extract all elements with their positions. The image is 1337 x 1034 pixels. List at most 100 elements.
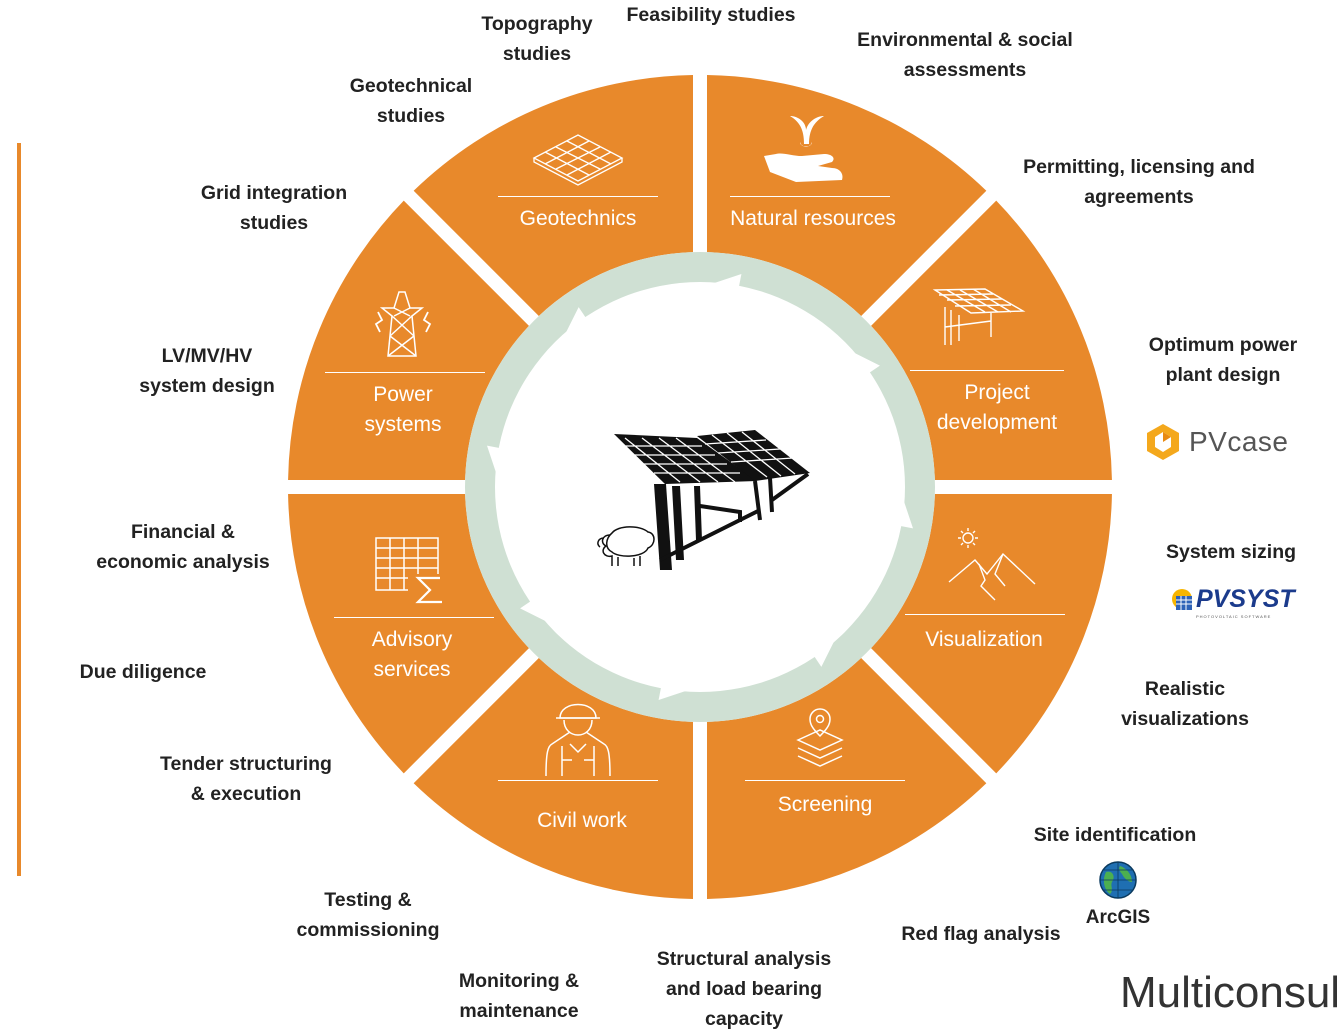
solar-panel-icon: [932, 288, 1026, 345]
label-line: Due diligence: [79, 661, 207, 683]
civil-work-divider: [498, 780, 658, 781]
label-line: visualizations: [1121, 708, 1249, 730]
map-layers-pin-icon: [796, 708, 844, 767]
pvcase-wordmark: PVcase: [1189, 426, 1289, 457]
segment-title-power-systems[interactable]: Power systems: [364, 380, 441, 440]
advisory-services-divider: [334, 617, 494, 618]
arcgis-logo: ArcGIS: [1082, 860, 1154, 929]
project-development-divider: [910, 370, 1064, 371]
segment-title-project-development[interactable]: Project development: [937, 378, 1057, 438]
label-line: Feasibility studies: [626, 4, 796, 26]
pvcase-logo: PVcase: [1143, 422, 1289, 462]
label-line: Environmental & social: [857, 29, 1073, 51]
geotechnics-mesh-icon: [532, 134, 624, 186]
segment-title-line: Power: [373, 383, 433, 406]
segment-screening[interactable]: [413, 658, 694, 899]
label-tender-structuring: Tender structuring & execution: [160, 749, 332, 809]
pvcase-mark-icon: [1147, 424, 1179, 460]
label-line: commissioning: [296, 919, 440, 941]
mountain-sun-icon: [948, 528, 1036, 601]
label-line: System sizing: [1165, 541, 1297, 563]
label-line: studies: [376, 105, 446, 127]
segment-title-line: Natural resources: [730, 207, 896, 230]
screening-divider: [745, 780, 905, 781]
segment-title-visualization[interactable]: Visualization: [925, 625, 1043, 655]
label-red-flag-analysis: Red flag analysis: [901, 919, 1060, 949]
label-site-identification: Site identification: [1034, 820, 1197, 850]
segment-natural-resources[interactable]: [871, 200, 1112, 481]
label-line: studies: [239, 212, 309, 234]
cycle-arrow: [850, 351, 880, 374]
pvsyst-wordmark: PVSYST: [1196, 585, 1295, 613]
cycle-arrow: [813, 637, 836, 667]
label-line: Testing &: [324, 889, 412, 911]
segment-geotechnics[interactable]: [706, 75, 987, 316]
segment-title-line: Civil work: [537, 809, 627, 832]
label-line: LV/MV/HV: [161, 345, 253, 367]
label-line: Permitting, licensing and: [1023, 156, 1255, 178]
brand-logo: Multiconsul: [1120, 968, 1337, 1017]
segment-title-line: Project: [964, 381, 1030, 404]
segment-project-development[interactable]: [871, 493, 1112, 774]
label-geotechnical-studies: Geotechnical studies: [350, 71, 472, 131]
label-line: system design: [139, 375, 275, 397]
segment-visualization[interactable]: [706, 658, 987, 899]
spreadsheet-sum-icon: [375, 537, 448, 606]
label-line: & execution: [190, 783, 302, 805]
label-testing-commissioning: Testing & commissioning: [296, 885, 439, 945]
segment-power-systems[interactable]: [413, 75, 694, 316]
label-line: Structural analysis: [656, 948, 832, 970]
segment-title-line: services: [373, 658, 451, 681]
label-line: economic analysis: [96, 551, 270, 573]
label-line: Monitoring &: [458, 970, 580, 992]
label-permitting: Permitting, licensing and agreements: [1023, 152, 1255, 212]
arcgis-globe-icon: [1099, 861, 1137, 899]
label-system-sizing: System sizing: [1166, 537, 1296, 567]
pvsyst-sun-icon: [1172, 588, 1192, 610]
segment-title-line: Geotechnics: [519, 207, 637, 230]
label-line: maintenance: [459, 1000, 579, 1022]
label-line: agreements: [1084, 186, 1194, 208]
geotechnics-divider: [498, 196, 658, 197]
visualization-divider: [905, 614, 1065, 615]
label-line: assessments: [903, 59, 1027, 81]
segment-title-screening[interactable]: Screening: [778, 790, 873, 820]
label-line: Financial &: [130, 521, 236, 543]
arcgis-wordmark: ArcGIS: [1085, 907, 1151, 928]
label-line: Geotechnical: [349, 75, 473, 97]
label-line: studies: [502, 43, 572, 65]
segment-civil-work[interactable]: [288, 493, 529, 774]
segment-title-line: development: [936, 411, 1058, 434]
cycle-arrow: [520, 600, 550, 623]
label-line: Topography: [481, 13, 593, 35]
segment-title-civil-work[interactable]: Civil work: [537, 806, 627, 836]
label-environmental-social: Environmental & social assessments: [857, 25, 1073, 85]
pvsyst-tagline: PHOTOVOLTAIC SOFTWARE: [1196, 614, 1272, 619]
pvsyst-logo: PVSYST PHOTOVOLTAIC SOFTWARE: [1170, 585, 1295, 619]
label-line: Red flag analysis: [901, 923, 1061, 945]
label-topography-studies: Topography studies: [481, 9, 592, 69]
label-monitoring-maintenance: Monitoring & maintenance: [459, 966, 579, 1026]
engineer-helmet-icon: [545, 703, 611, 777]
accent-bar: [17, 143, 21, 876]
label-due-diligence: Due diligence: [80, 657, 207, 687]
transmission-tower-icon: [374, 291, 432, 357]
cycle-arrow: [564, 307, 587, 337]
label-financial-economic: Financial & economic analysis: [96, 517, 269, 577]
plant-in-hand-icon: [764, 116, 843, 182]
label-lv-mv-hv: LV/MV/HV system design: [139, 341, 274, 401]
label-line: Site identification: [1033, 824, 1197, 846]
label-line: and load bearing: [665, 978, 823, 1000]
label-line: plant design: [1165, 364, 1281, 386]
segment-title-geotechnics[interactable]: Geotechnics: [520, 204, 637, 234]
label-line: Tender structuring: [160, 753, 332, 775]
agrivoltaic-panels-sheep-icon: [597, 430, 810, 570]
segment-title-line: systems: [364, 413, 442, 436]
segment-title-natural-resources[interactable]: Natural resources: [730, 204, 896, 234]
label-feasibility-studies: Feasibility studies: [626, 0, 795, 30]
